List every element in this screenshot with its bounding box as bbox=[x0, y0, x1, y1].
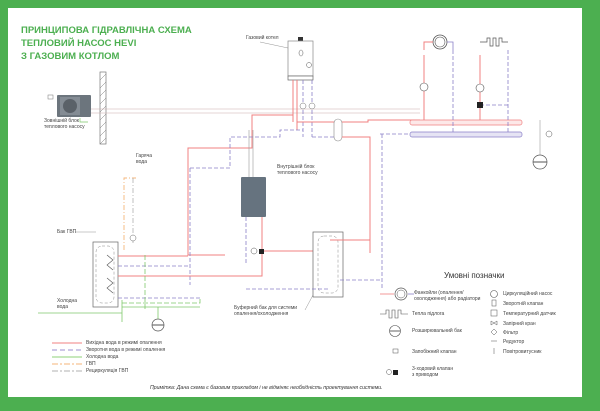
indoor-unit-label-line-1: Внутрішній блок bbox=[277, 164, 315, 170]
legend-temperature-sensor: Температурний датчик bbox=[503, 311, 556, 317]
hot-water-label: Гаряча вода bbox=[136, 153, 152, 165]
title-line-1: ПРИНЦИПОВА ГІДРАВЛІЧНА СХЕМА bbox=[21, 25, 192, 36]
buffer-tank-label-line-2: опалення/охолодження bbox=[234, 311, 289, 317]
outdoor-unit-icon bbox=[47, 94, 91, 123]
hot-water-label-line-2: вода bbox=[136, 159, 147, 165]
legend-safety-valve: Запобіжний клапан bbox=[412, 349, 457, 355]
legend-label-cold: Холодна вода bbox=[86, 354, 119, 360]
dhw-tank-label: Бак ГВП bbox=[57, 229, 77, 235]
gas-boiler-label: Газовий котел bbox=[246, 35, 279, 41]
three-way-valve-icon bbox=[477, 102, 483, 108]
indoor-unit-label-line-2: теплового насосу bbox=[277, 170, 318, 176]
outdoor-unit-label-line-2: теплового насосу bbox=[44, 124, 85, 130]
legend-label-recirc: Рециркуляція ГВП bbox=[86, 368, 129, 374]
buffer-tank-label-line-1: Буферний бак для системи bbox=[234, 305, 298, 311]
legend-three-way-valve: 3-ходовий клапан з приводом bbox=[412, 366, 453, 378]
indoor-unit-icon bbox=[241, 177, 266, 217]
legend-check-valve: Зворотній клапан bbox=[503, 301, 544, 307]
legend-reducer: Редуктор bbox=[503, 339, 525, 345]
cold-water-label-line-2: вода bbox=[57, 304, 68, 310]
legend-filter: Фільтр bbox=[503, 330, 519, 336]
title-line-3: З ГАЗОВИМ КОТЛОМ bbox=[21, 51, 120, 62]
buffer-tank-label: Буферний бак для системи опалення/охолод… bbox=[234, 305, 297, 317]
symbols-legend-title: Умовні позначки bbox=[444, 271, 505, 280]
legend-label-supply: Вихідна вода в режимі опалення bbox=[86, 340, 162, 346]
return-collector bbox=[409, 131, 523, 138]
hot-water-label-line-1: Гаряча bbox=[136, 153, 153, 159]
legend-fancoil: Фанкойли (опалення/ охолодження) або рад… bbox=[414, 290, 480, 302]
circulation-pump-icon bbox=[419, 82, 429, 92]
gas-boiler-icon bbox=[287, 37, 314, 81]
title-line-2: ТЕПЛОВИЙ НАСОС HEVI bbox=[21, 38, 137, 49]
symbol-legend-icons bbox=[380, 287, 498, 375]
outdoor-unit-label: Зовнішній блок теплового насосу bbox=[44, 118, 85, 130]
legend-three-way-line-1: 3-ходовий клапан bbox=[412, 366, 454, 372]
legend-label-return: Зворотня вода в режимі опалення bbox=[86, 347, 166, 353]
legend-three-way-line-2: з приводом bbox=[412, 372, 439, 378]
outdoor-unit-label-line-1: Зовнішній блок bbox=[44, 118, 79, 124]
cold-water-label-line-1: Холодна bbox=[57, 298, 78, 304]
indoor-unit-label: Внутрішній блок теплового насосу bbox=[277, 164, 318, 176]
footnote: Примітка: Дана схема є базовим прикладом… bbox=[150, 385, 383, 391]
buffer-tank-icon bbox=[312, 231, 344, 298]
legend-floor-heating: Тепла підлога bbox=[412, 311, 445, 317]
wall bbox=[99, 71, 107, 145]
legend-shutoff-valve: Запірний кран bbox=[503, 321, 536, 327]
hydraulic-separator bbox=[333, 118, 343, 142]
legend-fancoil-line-2: охолодження) або радіатори bbox=[414, 296, 481, 302]
legend-expansion-tank: Розширювальний бак bbox=[412, 328, 462, 334]
floor-heating-icon bbox=[480, 37, 508, 47]
cold-water-label: Холодна вода bbox=[57, 298, 77, 310]
supply-collector bbox=[409, 119, 523, 126]
legend-fancoil-line-1: Фанкойли (опалення/ bbox=[414, 290, 464, 296]
legend-circulation-pump: Циркуляційний насос bbox=[503, 291, 553, 297]
fancoil-icon bbox=[432, 34, 448, 50]
diagram-title: ПРИНЦИПОВА ГІДРАВЛІЧНА СХЕМА ТЕПЛОВИЙ НА… bbox=[21, 24, 192, 63]
line-legend-swatches bbox=[52, 342, 82, 372]
legend-air-vent: Повітровитусник bbox=[503, 349, 542, 355]
legend-label-dhw: ГВП bbox=[86, 361, 96, 367]
